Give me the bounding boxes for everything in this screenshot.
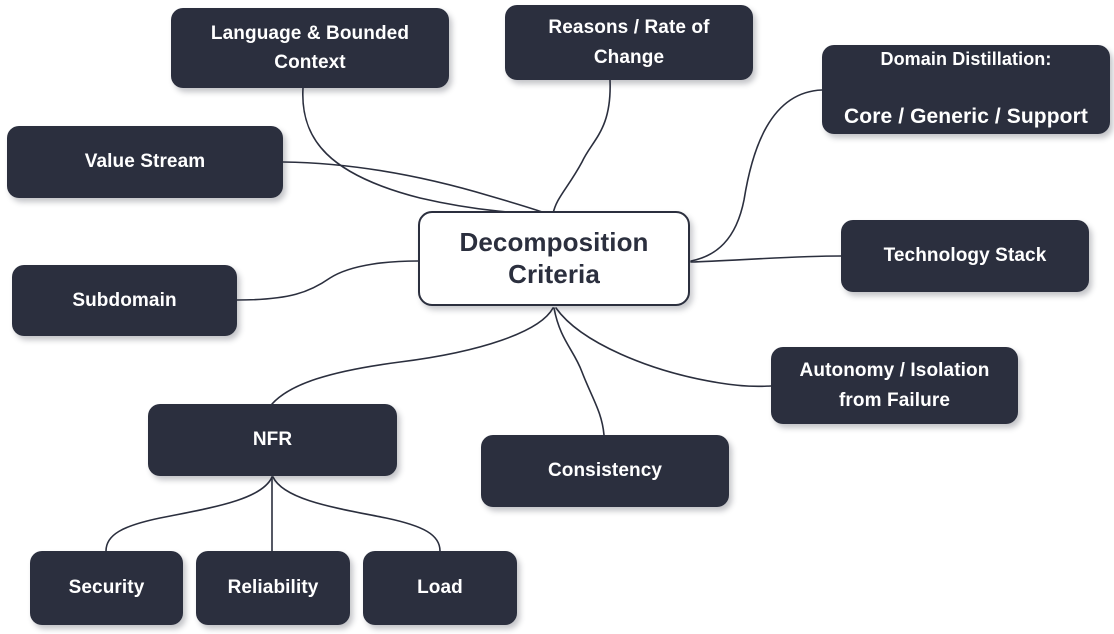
node-label: Security — [68, 577, 145, 599]
edge-technology-stack-to-root — [690, 255, 842, 263]
edge-domain-distillation-to-root — [690, 89, 823, 262]
edge-reasons-rate-of-change-to-root — [552, 79, 611, 215]
node-load[interactable]: Load — [363, 551, 517, 625]
edge-root-to-autonomy-isolation — [555, 307, 772, 388]
edge-nfr-to-load — [272, 476, 441, 552]
node-value-stream[interactable]: Value Stream — [7, 126, 283, 198]
node-label: Reliability — [227, 577, 319, 599]
node-label-line-1: Domain Distillation: — [880, 49, 1052, 70]
node-reasons-rate-of-change[interactable]: Reasons / Rate of Change — [505, 5, 753, 80]
root-label: Decomposition Criteria — [459, 227, 649, 289]
edge-root-to-nfr — [271, 307, 554, 405]
node-technology-stack[interactable]: Technology Stack — [841, 220, 1089, 292]
node-label-line-2: Core / Generic / Support — [844, 105, 1088, 129]
node-label: Technology Stack — [883, 245, 1047, 267]
edge-root-to-consistency — [553, 307, 605, 436]
node-label: Autonomy / Isolation from Failure — [799, 360, 990, 411]
edge-subdomain-to-root — [236, 260, 419, 301]
node-reliability[interactable]: Reliability — [196, 551, 350, 625]
node-consistency[interactable]: Consistency — [481, 435, 729, 507]
node-autonomy-isolation-from-failure[interactable]: Autonomy / Isolation from Failure — [771, 347, 1018, 424]
node-domain-distillation[interactable]: Domain Distillation: Core / Generic / Su… — [822, 45, 1110, 134]
node-security[interactable]: Security — [30, 551, 183, 625]
edge-nfr-to-security — [105, 476, 273, 552]
node-label: Reasons / Rate of Change — [548, 17, 710, 68]
node-label: Value Stream — [84, 151, 206, 173]
edge-value-stream-to-root — [282, 161, 554, 217]
node-label: NFR — [252, 429, 293, 451]
edge-language-bounded-context-to-root — [302, 87, 553, 216]
node-label: Language & Bounded Context — [210, 22, 410, 73]
node-label: Subdomain — [72, 289, 177, 311]
node-label: Consistency — [547, 460, 663, 482]
node-language-bounded-context[interactable]: Language & Bounded Context — [171, 8, 449, 88]
node-subdomain[interactable]: Subdomain — [12, 265, 237, 336]
node-root-decomposition-criteria[interactable]: Decomposition Criteria — [418, 211, 690, 306]
node-nfr[interactable]: NFR — [148, 404, 397, 476]
node-label: Load — [417, 577, 463, 599]
